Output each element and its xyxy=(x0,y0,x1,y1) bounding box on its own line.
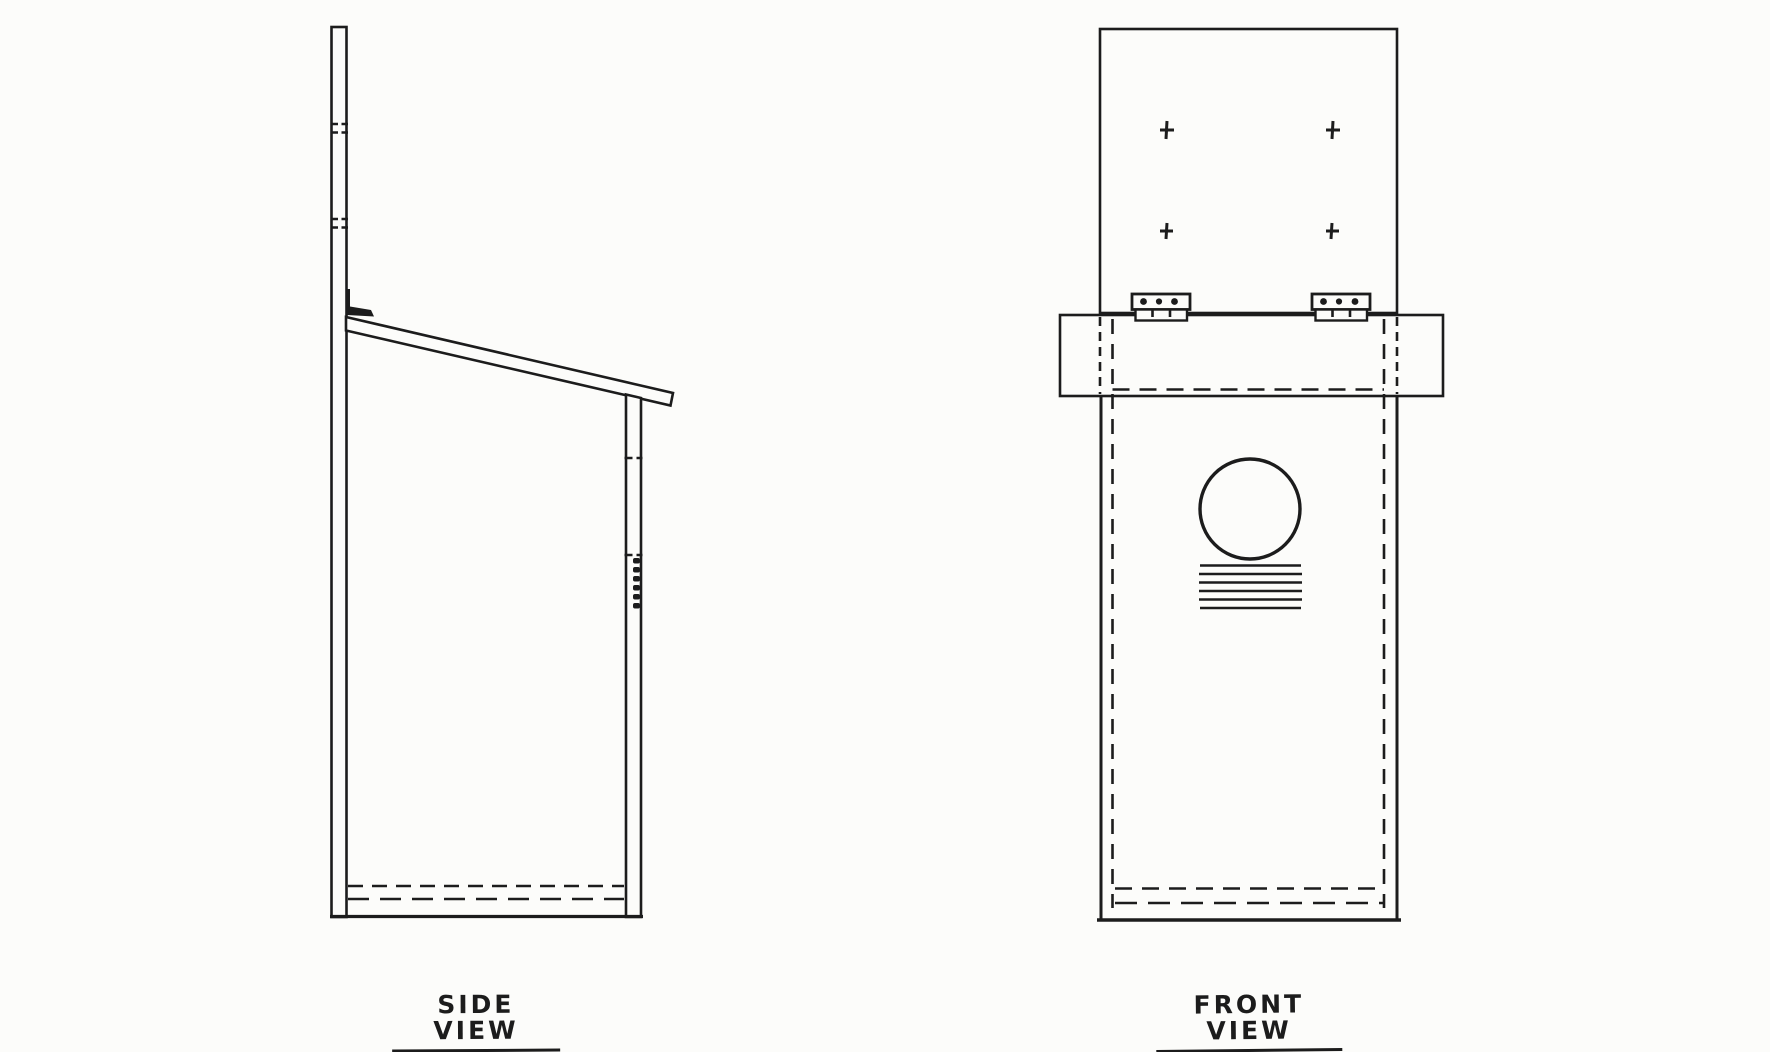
front-screw-cross-marks xyxy=(1160,120,1340,240)
side-back-board xyxy=(330,25,348,919)
left-hinge-icon xyxy=(1130,292,1192,322)
front-roof-board xyxy=(1058,313,1445,398)
entrance-hole xyxy=(1198,457,1302,561)
side-view-drawing xyxy=(330,25,675,919)
side-roof-board xyxy=(344,315,675,408)
cross-mark-top-left xyxy=(1160,120,1174,140)
side-vent-slots xyxy=(633,558,640,609)
cross-mark-bottom-left xyxy=(1160,222,1173,240)
side-hinge-icon xyxy=(345,289,374,317)
side-view-label: SIDE VIEW xyxy=(391,990,561,1052)
front-view-drawing xyxy=(1058,27,1445,922)
vent-slot-lines xyxy=(1199,564,1302,610)
cross-mark-bottom-right xyxy=(1326,222,1339,240)
front-view-label: FRONT VIEW xyxy=(1155,989,1343,1052)
cross-mark-top-right xyxy=(1326,120,1340,140)
side-front-panel xyxy=(624,392,643,919)
front-back-board xyxy=(1098,27,1399,315)
right-hinge-icon xyxy=(1310,292,1372,322)
side-mount-marks-upper xyxy=(330,122,348,134)
side-mount-marks-lower xyxy=(330,217,348,229)
